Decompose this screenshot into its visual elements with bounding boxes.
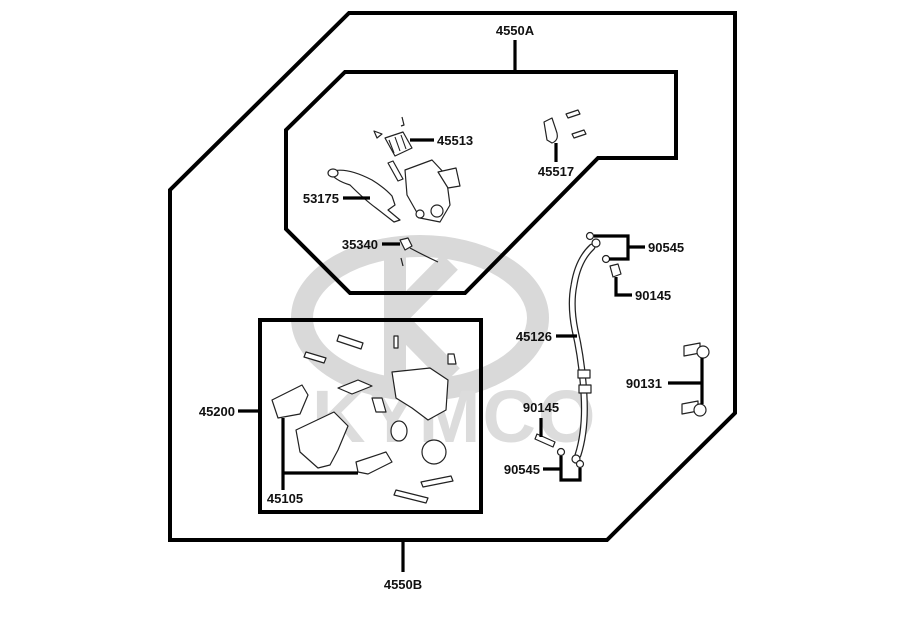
master-cylinder-port xyxy=(430,204,444,218)
label-90545-upper: 90545 xyxy=(648,240,684,255)
mount-bolt-a-head xyxy=(696,345,710,359)
leader-45105 xyxy=(281,418,358,490)
label-45513: 45513 xyxy=(437,133,473,148)
pivot-nut xyxy=(415,209,425,219)
pad-clip xyxy=(371,397,387,413)
label-53175: 53175 xyxy=(303,191,339,206)
screw-small-b xyxy=(373,130,383,139)
leader-90545-lower xyxy=(543,456,582,482)
brake-lever-shape xyxy=(329,169,401,223)
reservoir-cap-ribs xyxy=(388,134,407,154)
slide-pin-a xyxy=(420,475,454,488)
label-45105: 45105 xyxy=(267,491,303,506)
master-cylinder-clamp xyxy=(437,167,461,189)
reservoir-cap-shape xyxy=(384,131,413,157)
holder-bolt-a xyxy=(565,109,581,119)
washer-upper-a xyxy=(585,231,595,241)
washer-upper-b xyxy=(601,254,611,264)
label-90131: 90131 xyxy=(626,376,662,391)
bleeder-cap xyxy=(447,353,457,365)
label-4550B: 4550B xyxy=(384,577,422,592)
holder-shape xyxy=(543,117,558,144)
label-90545-lower: 90545 xyxy=(504,462,540,477)
group-frame-45200 xyxy=(258,318,483,514)
bleeder-valve xyxy=(393,335,399,349)
brake-pad-b xyxy=(355,451,393,475)
slide-pin-b xyxy=(393,489,429,504)
label-90145-upper: 90145 xyxy=(635,288,671,303)
part-53175-brake-lever xyxy=(327,168,401,223)
pivot-bolt xyxy=(387,160,404,182)
master-cylinder-body xyxy=(387,159,461,223)
label-4550A: 4550A xyxy=(496,23,535,38)
leader-90145-upper xyxy=(614,277,632,297)
part-90545-upper-washers xyxy=(585,231,611,264)
banjo-bolt-lower xyxy=(534,433,556,448)
part-45513-reservoir-cap xyxy=(373,116,413,157)
stop-switch-wire xyxy=(409,247,439,263)
hose-sleeve-b xyxy=(578,384,592,394)
caliper-pin-b xyxy=(303,351,327,364)
brake-pad-a xyxy=(271,384,309,419)
part-45517-holder xyxy=(543,109,587,144)
part-35340-stop-switch xyxy=(399,237,439,267)
label-90145-lower: 90145 xyxy=(523,400,559,415)
piston xyxy=(421,439,447,465)
brake-lever-tip xyxy=(327,168,339,178)
caliper-bracket xyxy=(295,411,349,469)
label-35340: 35340 xyxy=(342,237,378,252)
piston-seal xyxy=(390,420,408,442)
screw-small-a xyxy=(400,116,405,127)
banjo-bolt-upper xyxy=(609,263,622,278)
caliper-body xyxy=(391,367,449,421)
stop-switch-screw xyxy=(400,257,404,267)
holder-bolt-b xyxy=(571,129,587,139)
stop-switch-body xyxy=(399,237,413,251)
part-90145-lower-bolt xyxy=(534,433,556,448)
caliper-pin-a xyxy=(336,334,364,350)
part-90145-upper-bolt xyxy=(609,263,622,278)
caliper-components xyxy=(295,334,457,504)
label-45517: 45517 xyxy=(538,164,574,179)
label-45126: 45126 xyxy=(516,329,552,344)
group-frame-4550A xyxy=(284,70,678,295)
leader-90545-upper xyxy=(594,234,645,261)
watermark-k xyxy=(384,254,460,384)
part-45105-brake-pads xyxy=(271,384,393,475)
pad-spring xyxy=(337,379,373,395)
part-90545-lower-washers xyxy=(556,447,585,469)
mount-bolt-b-head xyxy=(693,403,707,417)
part-90131-mounting-bolts xyxy=(681,342,710,417)
leader-90131 xyxy=(668,358,704,404)
hose-fill xyxy=(570,244,595,458)
group-frame-4550B xyxy=(168,11,737,542)
label-45200: 45200 xyxy=(199,404,235,419)
hose-sleeve-a xyxy=(577,369,591,379)
hose-banjo-top xyxy=(591,238,601,248)
washer-lower-a xyxy=(556,447,566,457)
washer-lower-b xyxy=(575,459,585,469)
